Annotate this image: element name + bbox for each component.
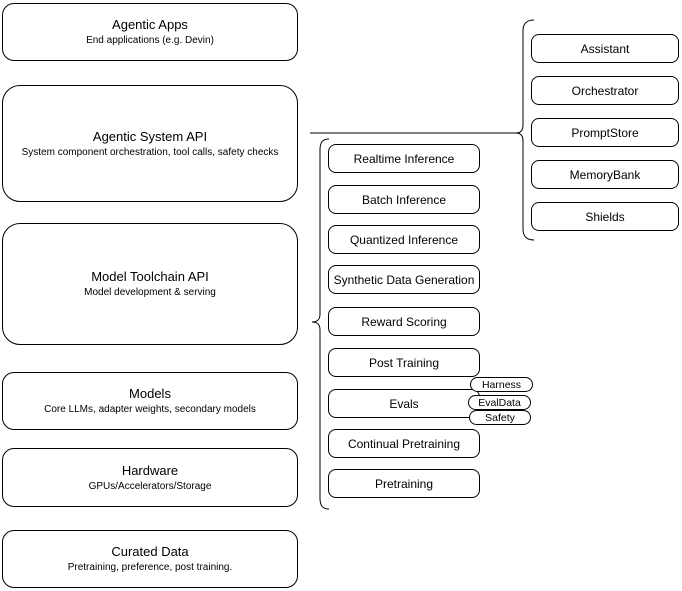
node-memorybank: MemoryBank xyxy=(531,160,679,189)
node-label: Quantized Inference xyxy=(349,232,459,247)
node-model-toolchain-api: Model Toolchain API Model development & … xyxy=(2,223,298,345)
tag-label: Harness xyxy=(481,378,522,391)
tag-harness: Harness xyxy=(470,377,533,392)
node-synthetic-data-generation: Synthetic Data Generation xyxy=(328,265,480,294)
node-batch-inference: Batch Inference xyxy=(328,185,480,214)
node-evals: Evals xyxy=(328,389,480,418)
node-title: Agentic Apps xyxy=(112,17,188,32)
node-promptstore: PromptStore xyxy=(531,118,679,147)
node-label: Realtime Inference xyxy=(353,151,455,166)
node-title: Models xyxy=(129,386,171,401)
node-label: Evals xyxy=(389,396,419,411)
node-realtime-inference: Realtime Inference xyxy=(328,144,480,173)
node-post-training: Post Training xyxy=(328,348,480,377)
node-pretraining: Pretraining xyxy=(328,469,480,498)
node-models: Models Core LLMs, adapter weights, secon… xyxy=(2,372,298,430)
node-hardware: Hardware GPUs/Accelerators/Storage xyxy=(2,448,298,507)
node-label: Synthetic Data Generation xyxy=(333,272,475,287)
node-orchestrator: Orchestrator xyxy=(531,76,679,105)
toolchain-column-brace xyxy=(311,138,330,510)
node-title: Agentic System API xyxy=(92,128,208,144)
node-assistant: Assistant xyxy=(531,34,679,63)
node-continual-pretraining: Continual Pretraining xyxy=(328,429,480,458)
node-label: Post Training xyxy=(368,355,440,370)
node-subtitle: System component orchestration, tool cal… xyxy=(21,146,279,158)
node-quantized-inference: Quantized Inference xyxy=(328,225,480,254)
node-subtitle: Pretraining, preference, post training. xyxy=(67,562,233,573)
node-reward-scoring: Reward Scoring xyxy=(328,307,480,336)
node-title: Hardware xyxy=(121,462,179,478)
node-label: Reward Scoring xyxy=(361,314,447,329)
node-label: Pretraining xyxy=(374,476,434,491)
node-label: Orchestrator xyxy=(571,83,639,98)
node-label: MemoryBank xyxy=(569,167,641,182)
tag-label: Safety xyxy=(485,411,515,424)
node-label: Assistant xyxy=(580,41,630,56)
node-curated-data: Curated Data Pretraining, preference, po… xyxy=(2,530,298,588)
node-label: PromptStore xyxy=(571,125,639,140)
node-shields: Shields xyxy=(531,202,679,231)
node-label: Batch Inference xyxy=(361,192,447,207)
tag-label: EvalData xyxy=(478,396,521,409)
node-label: Shields xyxy=(585,209,625,224)
node-label: Continual Pretraining xyxy=(347,436,461,451)
node-subtitle: GPUs/Accelerators/Storage xyxy=(88,480,212,492)
node-subtitle: Model development & serving xyxy=(84,287,216,298)
node-title: Model Toolchain API xyxy=(91,269,209,284)
node-subtitle: Core LLMs, adapter weights, secondary mo… xyxy=(44,404,256,415)
node-subtitle: End applications (e.g. Devin) xyxy=(86,35,214,46)
node-title: Curated Data xyxy=(111,544,189,559)
node-agentic-apps: Agentic Apps End applications (e.g. Devi… xyxy=(2,3,298,61)
node-agentic-system-api: Agentic System API System component orch… xyxy=(2,85,298,202)
tag-safety: Safety xyxy=(469,410,531,425)
tag-evaldata: EvalData xyxy=(468,395,531,410)
